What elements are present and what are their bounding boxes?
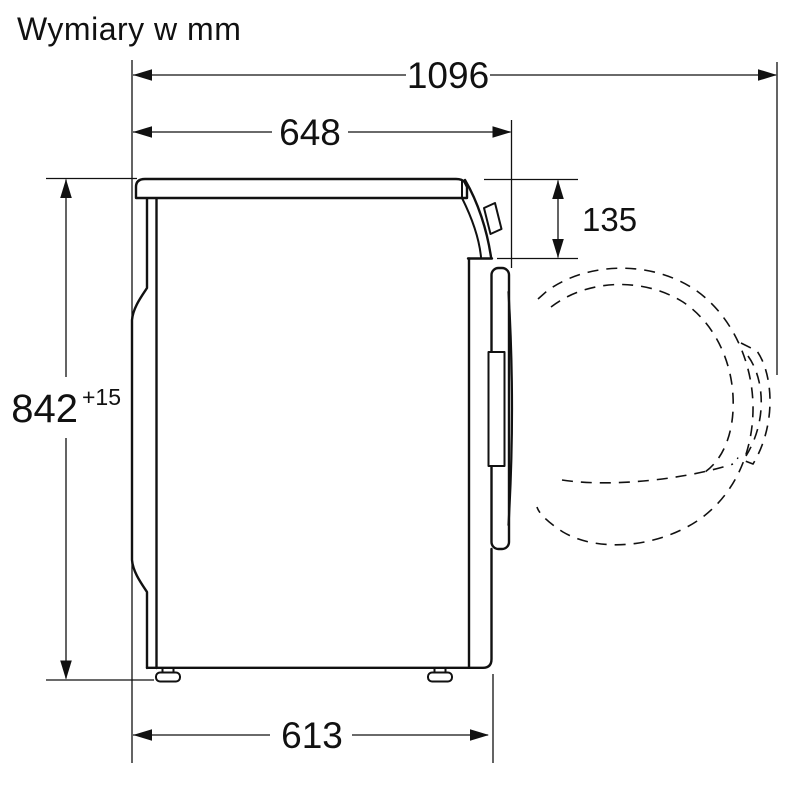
arrowhead-135-down	[552, 239, 564, 258]
page-title: Wymiary w mm	[17, 11, 241, 47]
arrowhead-1096-left	[133, 69, 152, 81]
machine-outline	[130, 177, 514, 683]
dimension-lines	[65, 74, 776, 736]
open-door-swing	[536, 267, 771, 546]
arrowhead-648-right	[492, 126, 512, 138]
dim-label-648: 648	[279, 112, 341, 153]
dim-label-1096: 1096	[407, 55, 489, 96]
arrowhead-613-right	[470, 729, 489, 741]
door-handle	[483, 202, 503, 235]
worktop	[134, 177, 469, 200]
arrowhead-842-up	[60, 179, 72, 198]
arrowhead-842-down	[60, 660, 72, 680]
right-foot-base	[427, 671, 453, 683]
door-hinge-plate	[487, 351, 506, 467]
dim-label-842: 842	[11, 387, 78, 431]
dim-label-613: 613	[281, 715, 343, 756]
base-bottom-edge	[145, 547, 493, 669]
back-panel-outer-edge	[130, 196, 149, 670]
fascia-inner-curve	[461, 197, 482, 258]
open-door-rim-outer-arc	[736, 342, 771, 465]
arrowhead-135-up	[552, 180, 564, 199]
open-door-bottom-chord	[561, 463, 734, 484]
dimension-arrowheads	[60, 69, 777, 741]
arrowhead-613-left	[133, 729, 152, 741]
open-door-outer-face-arc	[536, 267, 754, 546]
dim-label-842-tolerance: +15	[82, 384, 121, 410]
door-glass-bulge	[507, 290, 514, 527]
dim-label-135: 135	[582, 201, 637, 238]
arrowhead-648-left	[133, 126, 152, 138]
open-door-rim-inner-arc	[745, 355, 762, 457]
arrowhead-1096-right	[758, 69, 777, 81]
left-foot-base	[155, 671, 181, 683]
open-door-inner-face-arc	[550, 283, 734, 475]
fascia-outer-curve	[463, 178, 493, 259]
